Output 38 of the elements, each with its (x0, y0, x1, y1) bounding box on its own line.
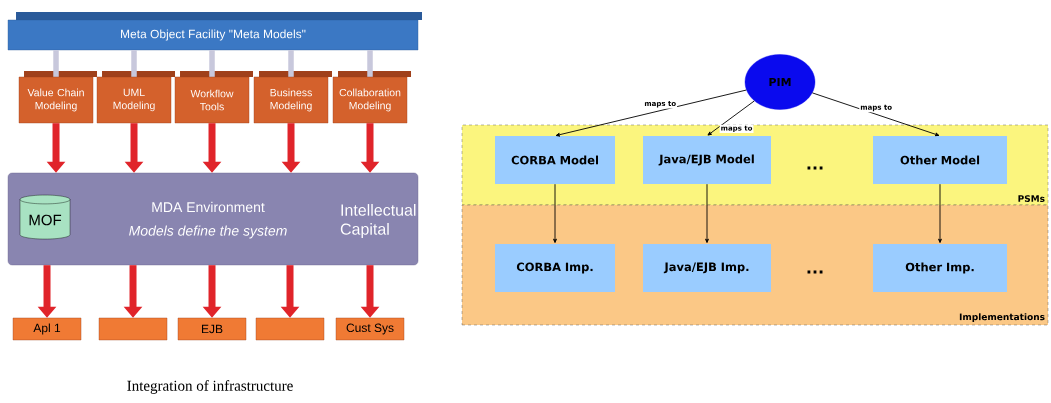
modeling-box: Workflow Tools (174, 71, 253, 124)
pipe (288, 50, 294, 77)
layer-label: PSMs (1018, 195, 1045, 202)
ellipsis: ... (807, 270, 823, 274)
ellipsis: ... (807, 166, 823, 170)
band-text: MDA Environment (152, 201, 265, 213)
modeling-box: Value Chain Modeling (18, 71, 97, 124)
pipe (209, 50, 215, 77)
model-box: Java/EJB Imp. (643, 244, 771, 292)
modeling-box: Business Modeling (253, 71, 332, 124)
system-box: Apl 1 (12, 317, 82, 341)
modeling-box: Collaboration Modeling (332, 71, 411, 124)
database-cylinder: MOF (19, 194, 71, 240)
model-box: CORBA Model (495, 136, 615, 184)
modeling-box: UML Modeling (96, 71, 175, 124)
arrow (555, 89, 747, 137)
model-box: Java/EJB Model (643, 136, 771, 184)
caption: Integration of infrastructure (127, 380, 293, 394)
arrow (553, 183, 557, 244)
arrow (707, 100, 755, 136)
environment-band (7, 172, 419, 266)
pipe (131, 50, 137, 77)
model-box: Other Imp. (873, 244, 1007, 292)
system-box: EJB (177, 317, 247, 341)
model-box: Other Model (873, 136, 1007, 184)
pipe (367, 50, 373, 77)
band-text: Intellectual Capital (340, 204, 416, 238)
system-box (255, 317, 325, 341)
arrow (938, 183, 942, 244)
system-box: Cust Sys (335, 317, 405, 341)
layer-label: Implementations (959, 313, 1045, 322)
arrow (705, 183, 709, 244)
band-text: Models define the system (129, 225, 287, 239)
model-box: CORBA Imp. (495, 244, 615, 292)
arrow (811, 92, 940, 137)
pipe (53, 50, 59, 77)
system-box (98, 317, 168, 341)
facility-bar: Meta Object Facility "Meta Models" (7, 12, 422, 51)
